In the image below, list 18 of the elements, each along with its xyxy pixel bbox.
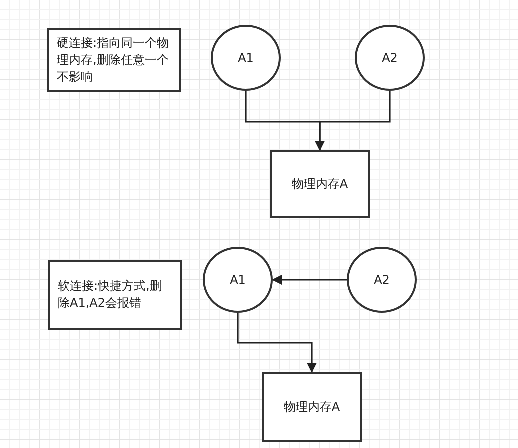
- node-label: 物理内存A: [284, 398, 340, 416]
- node-label: A1: [230, 272, 246, 288]
- circle-node: [211, 25, 281, 91]
- node-label: A2: [382, 50, 398, 66]
- node-label: 物理内存A: [292, 176, 348, 192]
- arrow: [237, 313, 317, 373]
- process-box: [262, 372, 362, 442]
- process-box: [270, 150, 370, 218]
- circle-node: [347, 247, 417, 313]
- circle-node: [203, 247, 273, 313]
- arrow: [315, 91, 391, 151]
- note-text: 软连接:快捷方式,删除A1,A2会报错: [58, 278, 163, 312]
- node-label: A2: [374, 272, 390, 288]
- arrow: [272, 275, 347, 285]
- note-text: 硬连接:指向同一个物理内存,删除任意一个不影响: [57, 34, 170, 86]
- node-label: A1: [238, 50, 254, 66]
- note-box: [47, 28, 181, 92]
- note-box: [48, 260, 182, 330]
